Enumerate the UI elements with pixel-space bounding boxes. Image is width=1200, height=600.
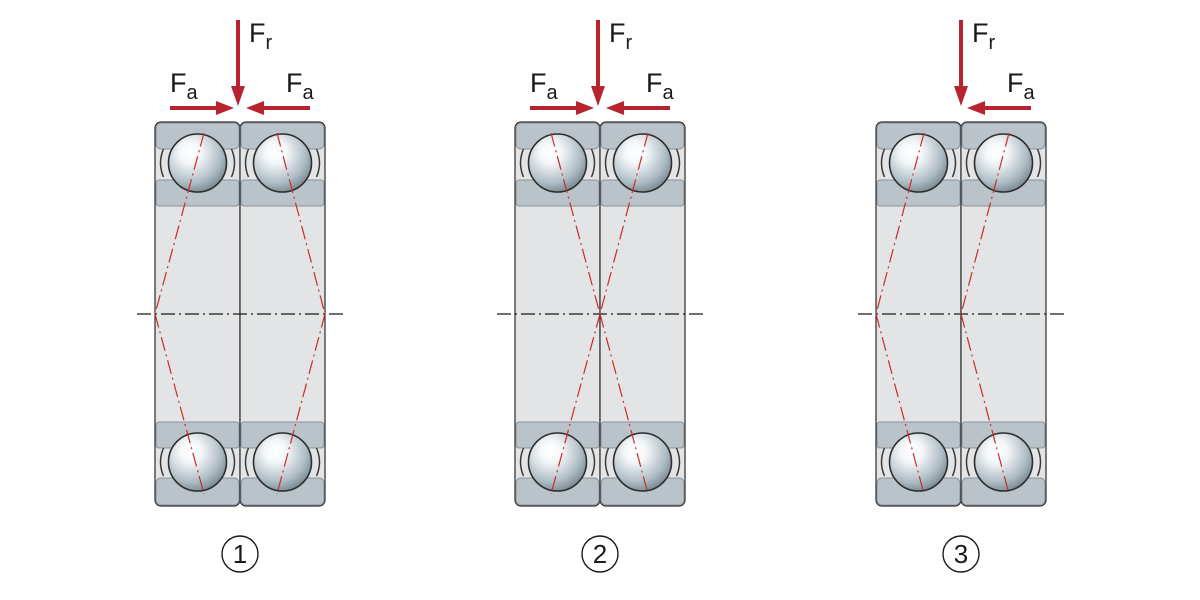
bearing-2-ball-top xyxy=(252,133,313,193)
bearing-4-cage-right-bottom xyxy=(675,447,681,477)
bearing-5-ball-top xyxy=(888,133,949,193)
axial-force-label-left-2: Fa xyxy=(530,68,559,104)
radial-force-label-1: Fr xyxy=(249,18,273,54)
bearing-2-cage-left-bottom xyxy=(244,447,250,477)
radial-force-label-2: Fr xyxy=(609,18,633,54)
axial-force-label-right-1: Fa xyxy=(286,68,315,104)
axial-force-arrow-right-2-head xyxy=(606,101,624,115)
contact-line-1c xyxy=(276,132,326,315)
contact-line-3c xyxy=(960,132,1010,315)
bearing-3-cage-right-bottom xyxy=(590,447,596,477)
radial-force-arrow-2-head xyxy=(591,86,605,106)
bearing-4-cage-right-top xyxy=(675,148,681,178)
contact-line-2b xyxy=(550,313,601,495)
bearing-4-cage-left-bottom xyxy=(604,447,610,477)
axial-force-arrow-left-1-head xyxy=(216,101,234,115)
bearing-2-cage-right-top xyxy=(315,148,321,178)
bearing-1-ball-bottom xyxy=(167,432,228,492)
arrangement-number-2: 2 xyxy=(593,539,607,569)
arrangement-number-3: 3 xyxy=(954,539,968,569)
bearing-6-cage-left-bottom xyxy=(965,447,971,477)
bearing-2-ball-bottom xyxy=(252,432,313,492)
bearing-4-cage-left-top xyxy=(604,148,610,178)
radial-force-arrow-1-head xyxy=(231,86,245,106)
radial-force-label-3: Fr xyxy=(972,18,996,54)
bearing-6-ball-top xyxy=(973,133,1034,193)
bearing-3-cage-left-top xyxy=(519,148,525,178)
axial-force-label-right-3: Fa xyxy=(1007,68,1036,104)
arrangement-number-circle-2 xyxy=(581,535,619,573)
bearing-6-cage-left-top xyxy=(965,148,971,178)
contact-line-2c xyxy=(599,132,649,315)
arrangement-number-circle-3 xyxy=(942,535,980,573)
bearing-1-cage-left-top xyxy=(159,148,165,178)
bearing-5-cage-right-bottom xyxy=(951,447,957,477)
contact-line-2d xyxy=(599,313,649,495)
bearing-3-cage-left-bottom xyxy=(519,447,525,477)
axial-force-label-right-2: Fa xyxy=(646,68,675,104)
contact-line-3a xyxy=(875,132,925,315)
contact-line-3b xyxy=(875,313,925,495)
bearing-2-cage-left-top xyxy=(244,148,250,178)
contact-line-3d xyxy=(960,313,1010,495)
contact-line-1b xyxy=(154,313,205,495)
radial-force-arrow-3-head xyxy=(954,86,968,106)
bearing-4-ball-top xyxy=(612,133,673,193)
bearing-5-cage-right-top xyxy=(951,148,957,178)
bearing-2-cage-right-bottom xyxy=(315,447,321,477)
arrangement-number-1: 1 xyxy=(233,539,247,569)
arrangement-number-circle-1 xyxy=(221,535,259,573)
axial-force-arrow-right-1-head xyxy=(246,101,264,115)
axial-force-label-left-1: Fa xyxy=(170,68,199,104)
bearing-1-ball-top xyxy=(167,133,228,193)
bearing-3-cage-right-top xyxy=(590,148,596,178)
axial-force-arrow-right-3-head xyxy=(967,101,985,115)
bearing-6-ball-bottom xyxy=(973,432,1034,492)
bearing-1-cage-left-bottom xyxy=(159,447,165,477)
bearing-6-cage-right-top xyxy=(1036,148,1042,178)
axial-force-arrow-left-2-head xyxy=(576,101,594,115)
bearing-5-ball-bottom xyxy=(888,432,949,492)
bearing-3-ball-bottom xyxy=(527,432,588,492)
contact-line-1a xyxy=(154,132,205,315)
bearing-3-ball-top xyxy=(527,133,588,193)
bearing-1-cage-right-bottom xyxy=(230,447,236,477)
bearing-5-cage-left-bottom xyxy=(880,447,886,477)
contact-line-2a xyxy=(550,132,601,315)
bearing-4-ball-bottom xyxy=(612,432,673,492)
bearing-5-cage-left-top xyxy=(880,148,886,178)
contact-line-1d xyxy=(276,313,326,495)
bearing-1-cage-right-top xyxy=(230,148,236,178)
bearing-6-cage-right-bottom xyxy=(1036,447,1042,477)
